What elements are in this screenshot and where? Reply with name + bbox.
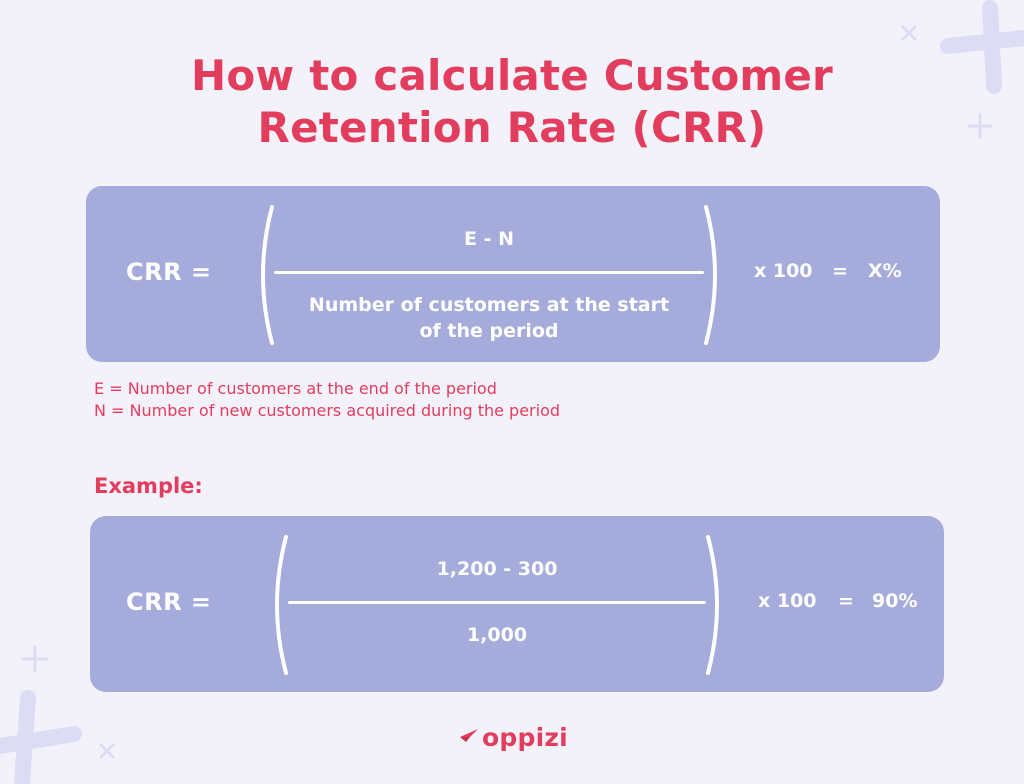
variable-definitions: E = Number of customers at the end of th…	[94, 378, 560, 422]
fraction-bar	[288, 601, 706, 604]
brand-logo: oppizi	[458, 720, 568, 754]
plus-decoration-icon	[0, 690, 82, 784]
example-denominator: 1,000	[466, 624, 528, 646]
general-formula-card: CRR = E - N Number of customers at the s…	[86, 186, 940, 362]
definition-n: N = Number of new customers acquired dur…	[94, 401, 561, 420]
example-result: 90%	[872, 590, 918, 612]
right-parenthesis-icon	[704, 534, 728, 676]
example-multiplier: x 100	[758, 590, 817, 612]
fraction-bar	[274, 271, 704, 274]
formula-multiplier: x 100	[754, 260, 813, 282]
brand-name: oppizi	[482, 722, 568, 752]
formula-denominator: Number of customers at the start of the …	[274, 292, 704, 344]
example-heading: Example:	[94, 474, 203, 498]
right-parenthesis-icon	[702, 204, 726, 346]
page-title: How to calculate Customer Retention Rate…	[0, 50, 1024, 154]
oppizi-logo-icon	[458, 725, 480, 749]
formula-numerator: E - N	[464, 228, 514, 250]
example-formula-card: CRR = 1,200 - 300 1,000 x 100 = 90%	[90, 516, 944, 692]
plus-decoration-icon	[20, 644, 50, 674]
example-numerator: 1,200 - 300	[436, 558, 558, 580]
left-parenthesis-icon	[266, 534, 290, 676]
example-equals: =	[838, 590, 854, 612]
title-line-1: How to calculate Customer	[191, 51, 833, 100]
formula-result: X%	[868, 260, 902, 282]
denominator-line-1: Number of customers at the start	[308, 294, 670, 316]
formula-equals: =	[832, 260, 848, 282]
left-parenthesis-icon	[252, 204, 276, 346]
formula-lhs: CRR =	[126, 258, 212, 286]
x-decoration-icon	[98, 742, 116, 760]
definition-e: E = Number of customers at the end of th…	[94, 379, 497, 398]
title-line-2: Retention Rate (CRR)	[257, 103, 767, 152]
x-decoration-icon	[900, 24, 918, 42]
example-lhs: CRR =	[126, 588, 212, 616]
denominator-line-2: of the period	[419, 320, 559, 342]
